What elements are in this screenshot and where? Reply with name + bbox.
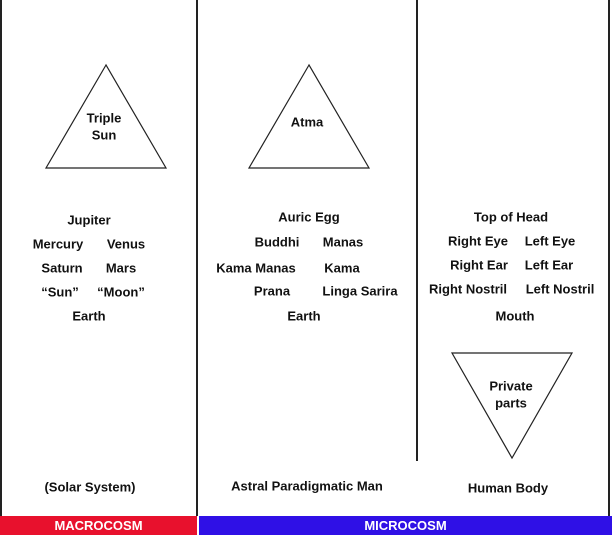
triangle-label: Triple (86, 110, 122, 126)
principle-label: Linga Sarira (322, 283, 398, 299)
body-part-label: Left Nostril (525, 281, 595, 297)
column-caption: (Solar System) (44, 479, 136, 495)
body-part-label: Right Ear (450, 257, 508, 273)
body-part-label: Right Nostril (429, 281, 507, 297)
right-border (608, 0, 610, 516)
triangle-label: Atma (290, 114, 324, 130)
principle-label: Earth (287, 308, 321, 324)
planet-label: “Moon” (97, 284, 145, 300)
planet-label: Venus (106, 236, 146, 252)
body-part-label: Right Eye (448, 233, 508, 249)
planet-label: Jupiter (67, 212, 111, 228)
triangle-label: Private (489, 378, 533, 394)
principle-label: Buddhi (254, 234, 300, 250)
planet-label: Mercury (32, 236, 84, 252)
planet-label: Mars (105, 260, 137, 276)
principle-label: Prana (253, 283, 291, 299)
triangle-label: parts (495, 395, 527, 411)
triple-sun-triangle (44, 63, 168, 169)
divider-macro-micro (196, 0, 198, 516)
body-part-label: Top of Head (473, 209, 549, 225)
body-part-label: Left Ear (524, 257, 574, 273)
divider-astral-body (416, 0, 418, 461)
macrocosm-band: MACROCOSM (0, 516, 197, 535)
planet-label: “Sun” (41, 284, 79, 300)
triangle-label: Sun (91, 127, 117, 143)
body-part-label: Left Eye (524, 233, 576, 249)
principle-label: Kama (324, 260, 360, 276)
principle-label: Kama Manas (216, 260, 296, 276)
principle-label: Manas (322, 234, 364, 250)
left-border (0, 0, 2, 516)
body-part-label: Mouth (495, 308, 535, 324)
column-caption: Astral Paradigmatic Man (231, 478, 383, 494)
column-caption: Human Body (467, 480, 549, 496)
planet-label: Earth (72, 308, 106, 324)
planet-label: Saturn (41, 260, 83, 276)
microcosm-band: MICROCOSM (199, 516, 612, 535)
principle-label: Auric Egg (278, 209, 340, 225)
atma-triangle (247, 63, 371, 169)
private-parts-triangle (450, 352, 574, 460)
